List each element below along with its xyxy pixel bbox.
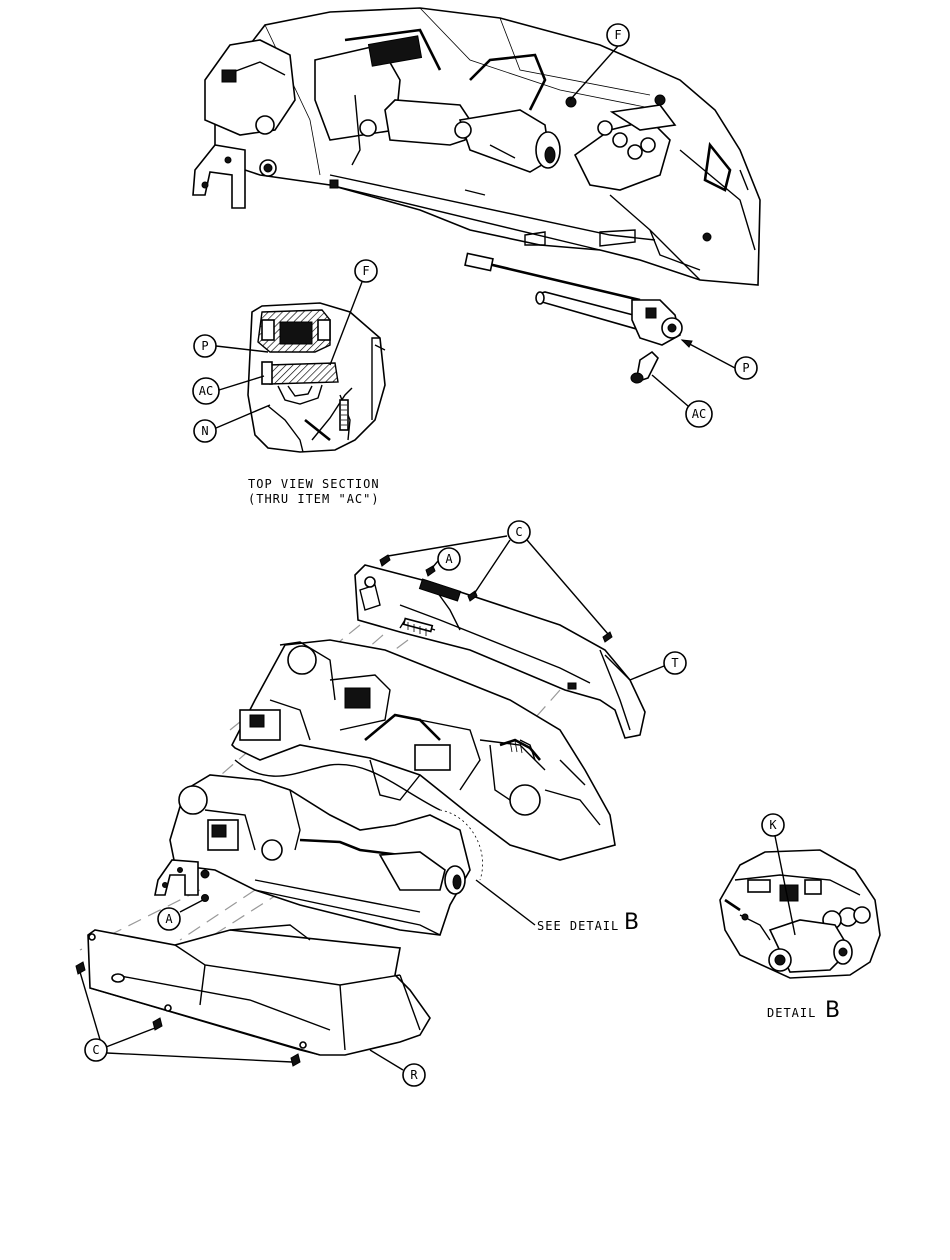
callout-k-label: K [769,818,777,832]
mechanism-lower [155,760,470,935]
detail-b-view [720,850,880,978]
callout-f-top-label: F [614,28,621,42]
callout-t: T [630,652,686,680]
top-assembly-view [193,8,760,285]
callout-f-section-label: F [362,264,369,278]
callout-ac-right-label: AC [692,407,706,421]
callout-c-top-label: C [515,525,522,539]
section-caption-line2: (THRU ITEM "AC") [248,492,380,506]
section-caption-line1: TOP VIEW SECTION [248,477,380,491]
callout-t-label: T [671,656,678,670]
callout-r: R [370,1050,425,1086]
callout-r-label: R [410,1068,418,1082]
callout-p-right-label: P [742,361,749,375]
exploded-pin-parts [465,253,682,383]
callout-n-section-label: N [201,424,208,438]
cover-r [88,925,430,1055]
callout-c-lower-label: C [92,1043,99,1057]
see-detail-letter: B [624,910,639,935]
callout-ac-section-label: AC [199,384,213,398]
section-view [248,303,385,452]
callout-ac-right: AC [652,375,712,427]
detail-caption: DETAIL [767,1006,816,1020]
callout-p-right: P [682,340,757,379]
callout-a-lower-label: A [165,912,173,926]
detail-letter: B [825,998,840,1023]
callout-a-lower: A [158,900,203,930]
see-detail-caption: SEE DETAIL [537,919,619,933]
callout-p-section-label: P [201,339,208,353]
callout-a-top: A [432,548,460,570]
callout-a-top-label: A [445,552,453,566]
